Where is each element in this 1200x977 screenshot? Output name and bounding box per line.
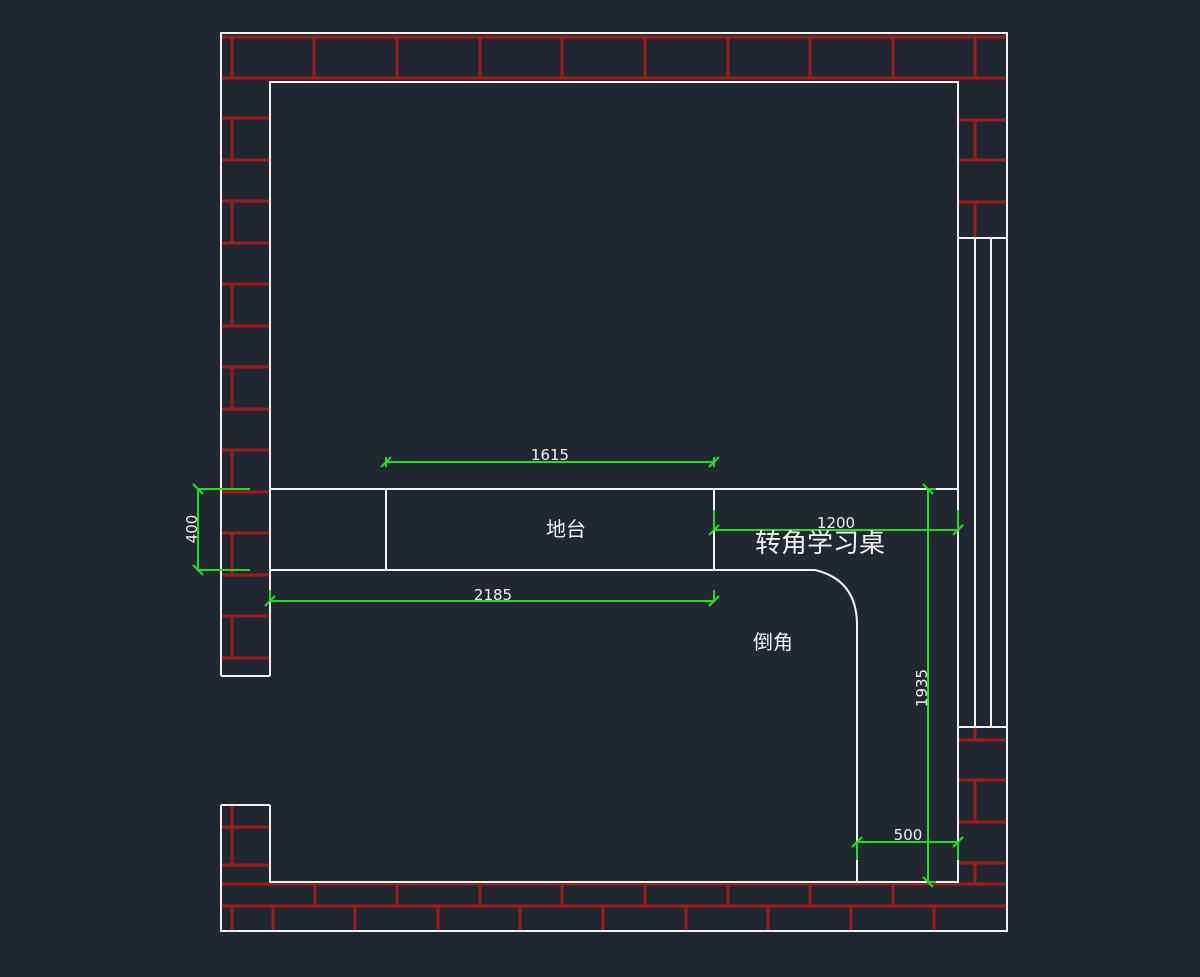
dim-text-1935: 1935 (913, 669, 931, 707)
label-corner-desk: 转角学习桌 (755, 529, 885, 559)
dim-1935 (922, 483, 936, 888)
dim-400 (192, 483, 250, 576)
walls-outline (220, 32, 1008, 932)
dim-text-1200: 1200 (817, 514, 855, 532)
label-chamfer: 倒角 (753, 630, 793, 654)
window (957, 237, 1008, 728)
dim-1200 (708, 510, 964, 536)
dimension-texts: 1615 2185 1200 500 1935 400 (183, 446, 931, 844)
desk-outline (270, 488, 958, 882)
dim-text-1615: 1615 (531, 446, 569, 464)
outer-wall-outline (220, 32, 1008, 932)
brick-walls (222, 35, 1006, 930)
dim-1615 (380, 456, 720, 468)
room-labels: 地台 转角学习桌 倒角 (546, 517, 885, 654)
dim-text-400: 400 (183, 515, 201, 544)
inner-wall-outline (269, 81, 959, 883)
label-platform: 地台 (546, 517, 586, 541)
dim-text-2185: 2185 (474, 586, 512, 604)
dim-text-500: 500 (894, 826, 923, 844)
dim-2185 (264, 590, 720, 607)
dim-500 (851, 836, 964, 860)
dimension-lines (192, 456, 964, 888)
